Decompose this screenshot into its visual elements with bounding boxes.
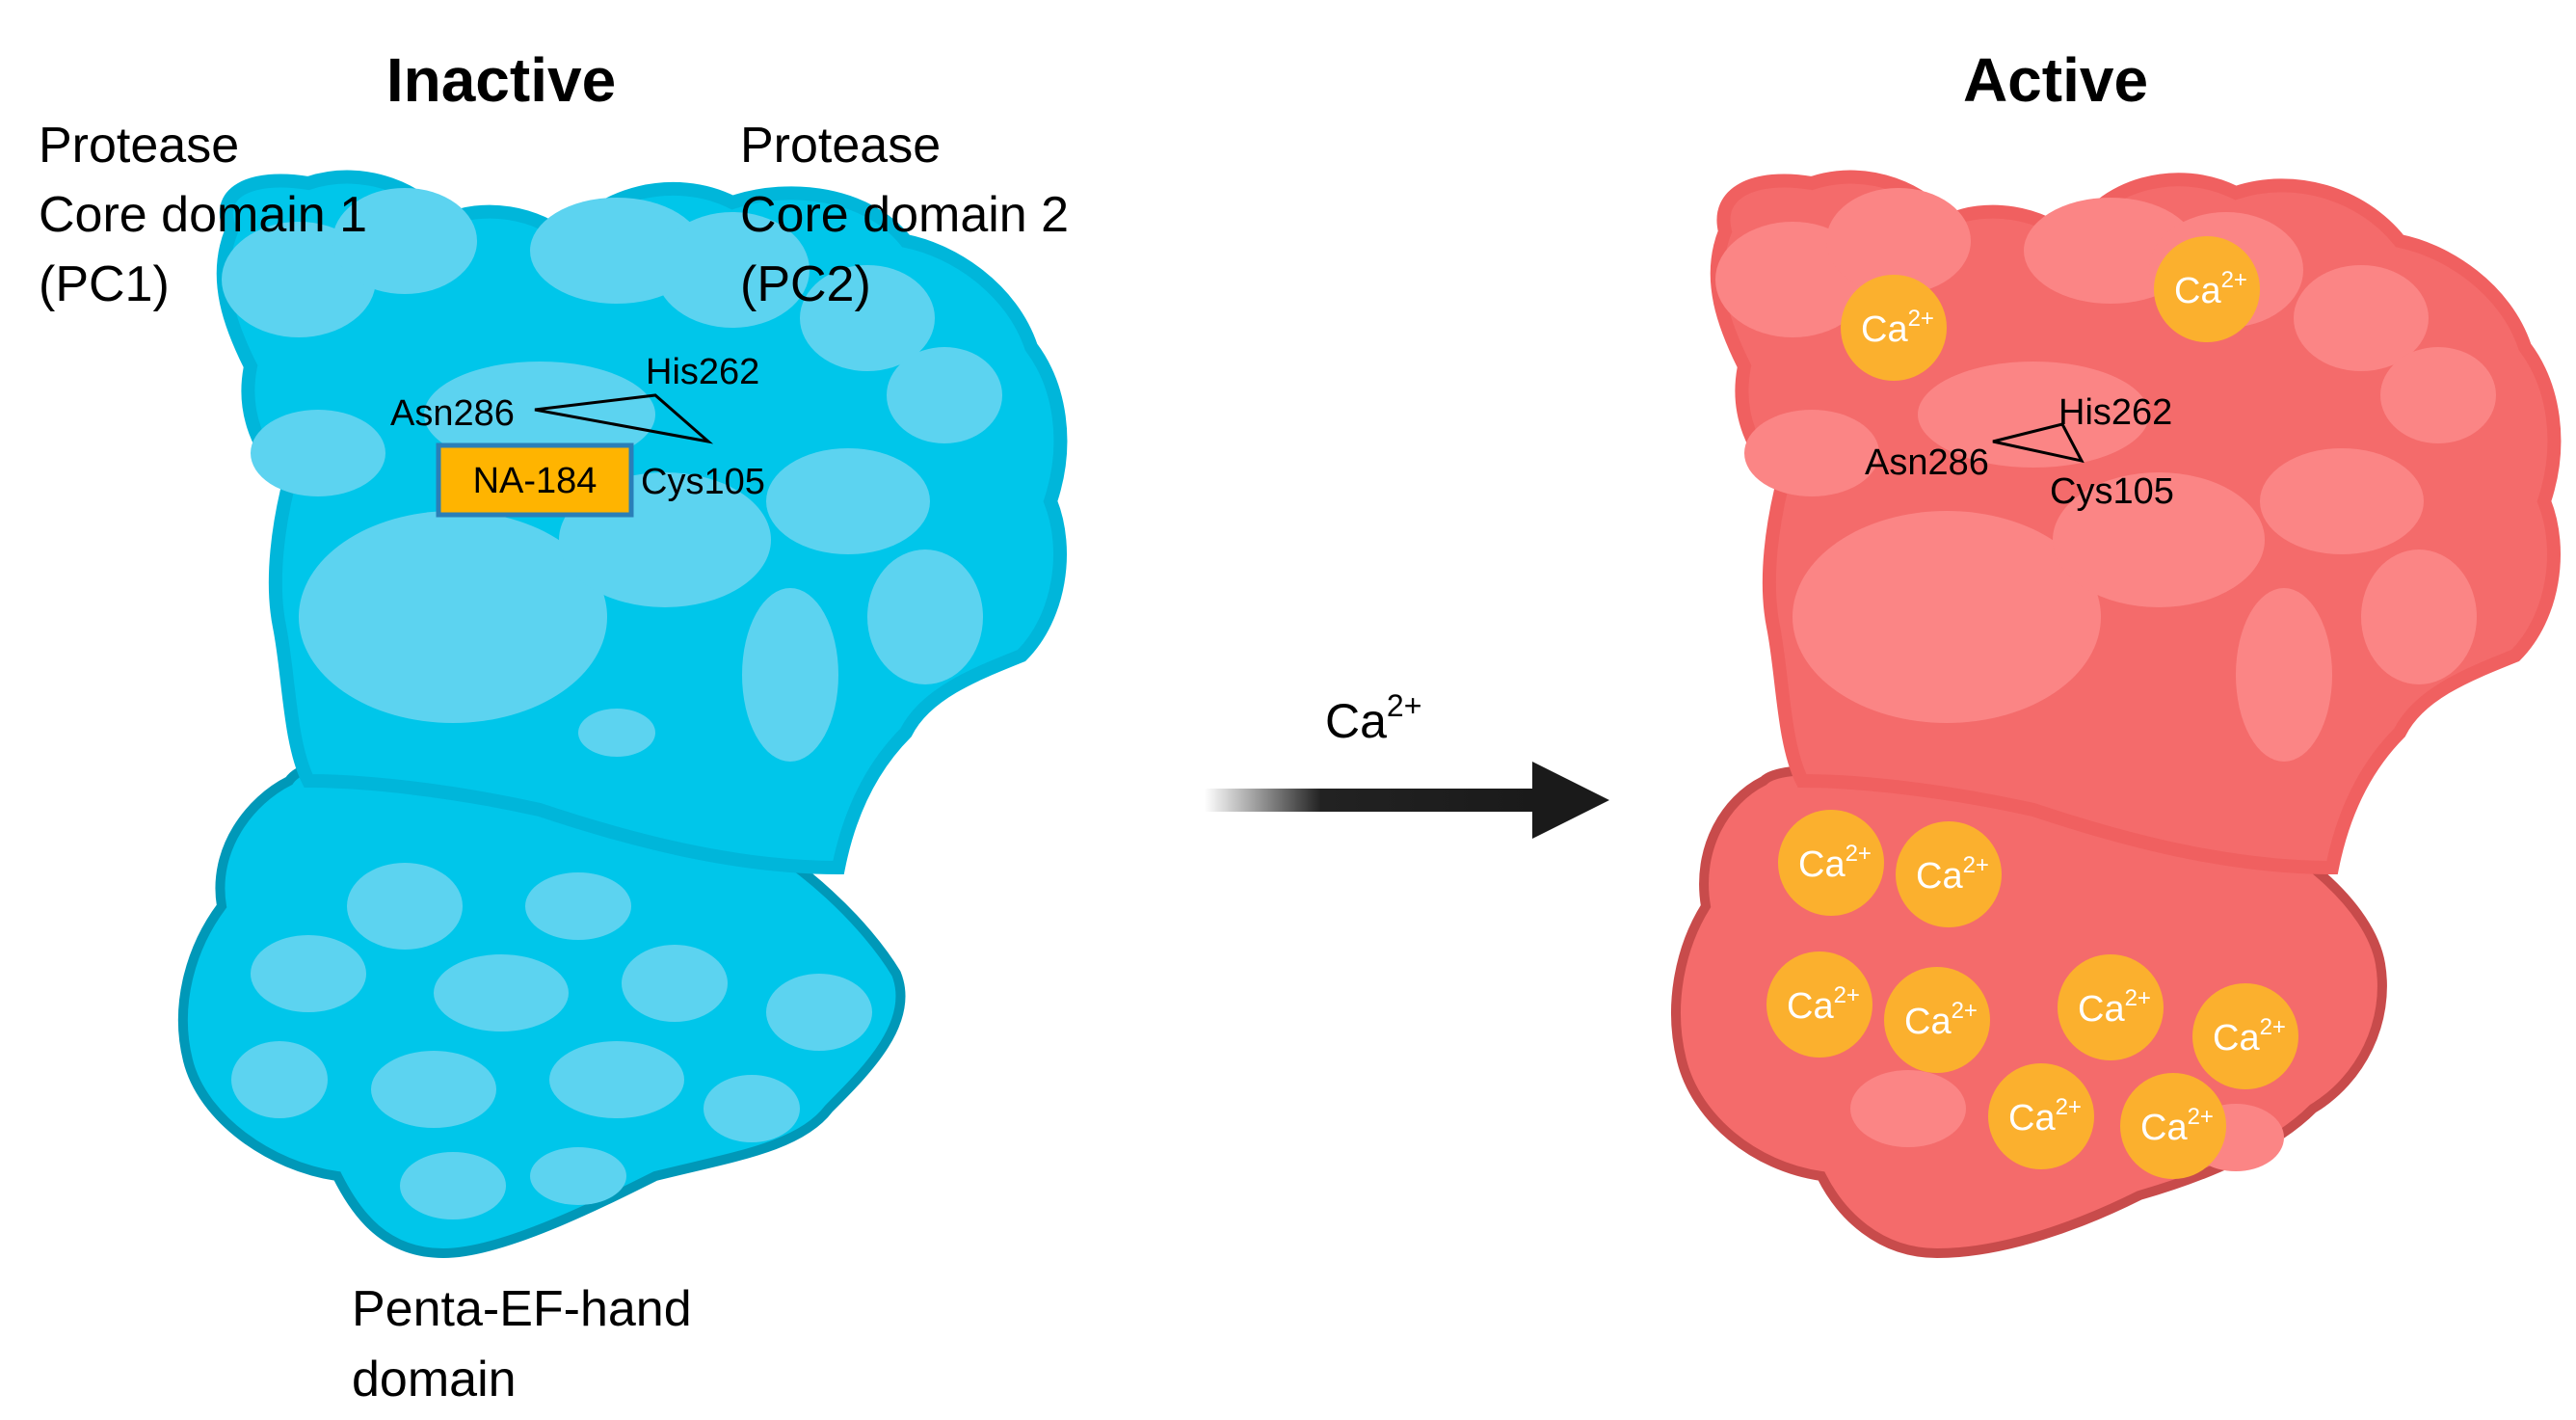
calcium-ion [1841,275,1947,381]
inhibitor-label: NA-184 [473,461,598,501]
inhibitor-box [436,442,634,518]
pc2-label-line3: (PC2) [740,256,871,312]
pc2-label-line2: Core domain 2 [740,187,1069,243]
pc2-label-line1: Protease [740,118,941,174]
calcium-ion [2120,1073,2226,1179]
inactive-protein [177,170,1068,1259]
calcium-ion-label: Ca2+ [1798,841,1872,885]
active-asn-label: Asn286 [1865,442,1989,483]
pc1-label-line2: Core domain 1 [39,187,367,243]
calcium-ion [1884,967,1990,1073]
calcium-ion [1778,810,1884,916]
calcium-ion [2154,236,2260,342]
inactive-cys-label: Cys105 [641,462,765,502]
arrow-label: Ca2+ [1325,688,1421,748]
calcium-ion [1988,1063,2094,1169]
calcium-ion-label: Ca2+ [1916,852,1989,897]
inactive-asn-label: Asn286 [390,393,515,434]
calcium-ions: Ca2+ Ca2+ Ca2+ Ca2+ Ca2+ Ca2+ Ca2+ Ca2+ Ca2+ Ca2+ [1766,236,2298,1179]
calcium-ion-label: Ca2+ [1861,306,1934,350]
pc1-label-line1: Protease [39,118,239,174]
active-active-site-triangle [1992,422,2085,464]
calcium-ion-label: Ca2+ [2008,1094,2082,1139]
pef-label-line2: domain [352,1352,517,1407]
active-texture [1715,188,2496,1171]
inactive-title: Inactive [386,45,616,115]
calcium-ion-label: Ca2+ [1787,982,1860,1027]
active-title: Active [1963,45,2148,115]
activation-arrow [1205,762,1609,839]
pc1-label-line3: (PC1) [39,256,170,312]
calcium-ion-label: Ca2+ [2140,1104,2214,1148]
active-his-label: His262 [2058,392,2172,433]
inactive-texture [222,188,1002,1219]
calcium-ion [2058,954,2164,1060]
inactive-active-site-triangle [534,393,714,444]
calcium-ion [1766,951,1872,1058]
calcium-ion-label: Ca2+ [2213,1014,2286,1058]
active-protein [1671,170,2562,1259]
inactive-his-label: His262 [646,352,759,392]
pef-label-line1: Penta-EF-hand [352,1281,692,1337]
calcium-ion [1896,821,2002,927]
active-cys-label: Cys105 [2050,471,2174,512]
calcium-ion [2192,983,2298,1089]
calcium-ion-label: Ca2+ [2078,985,2151,1030]
calcium-ion-label: Ca2+ [2174,267,2247,311]
calcium-ion-label: Ca2+ [1904,998,1978,1042]
